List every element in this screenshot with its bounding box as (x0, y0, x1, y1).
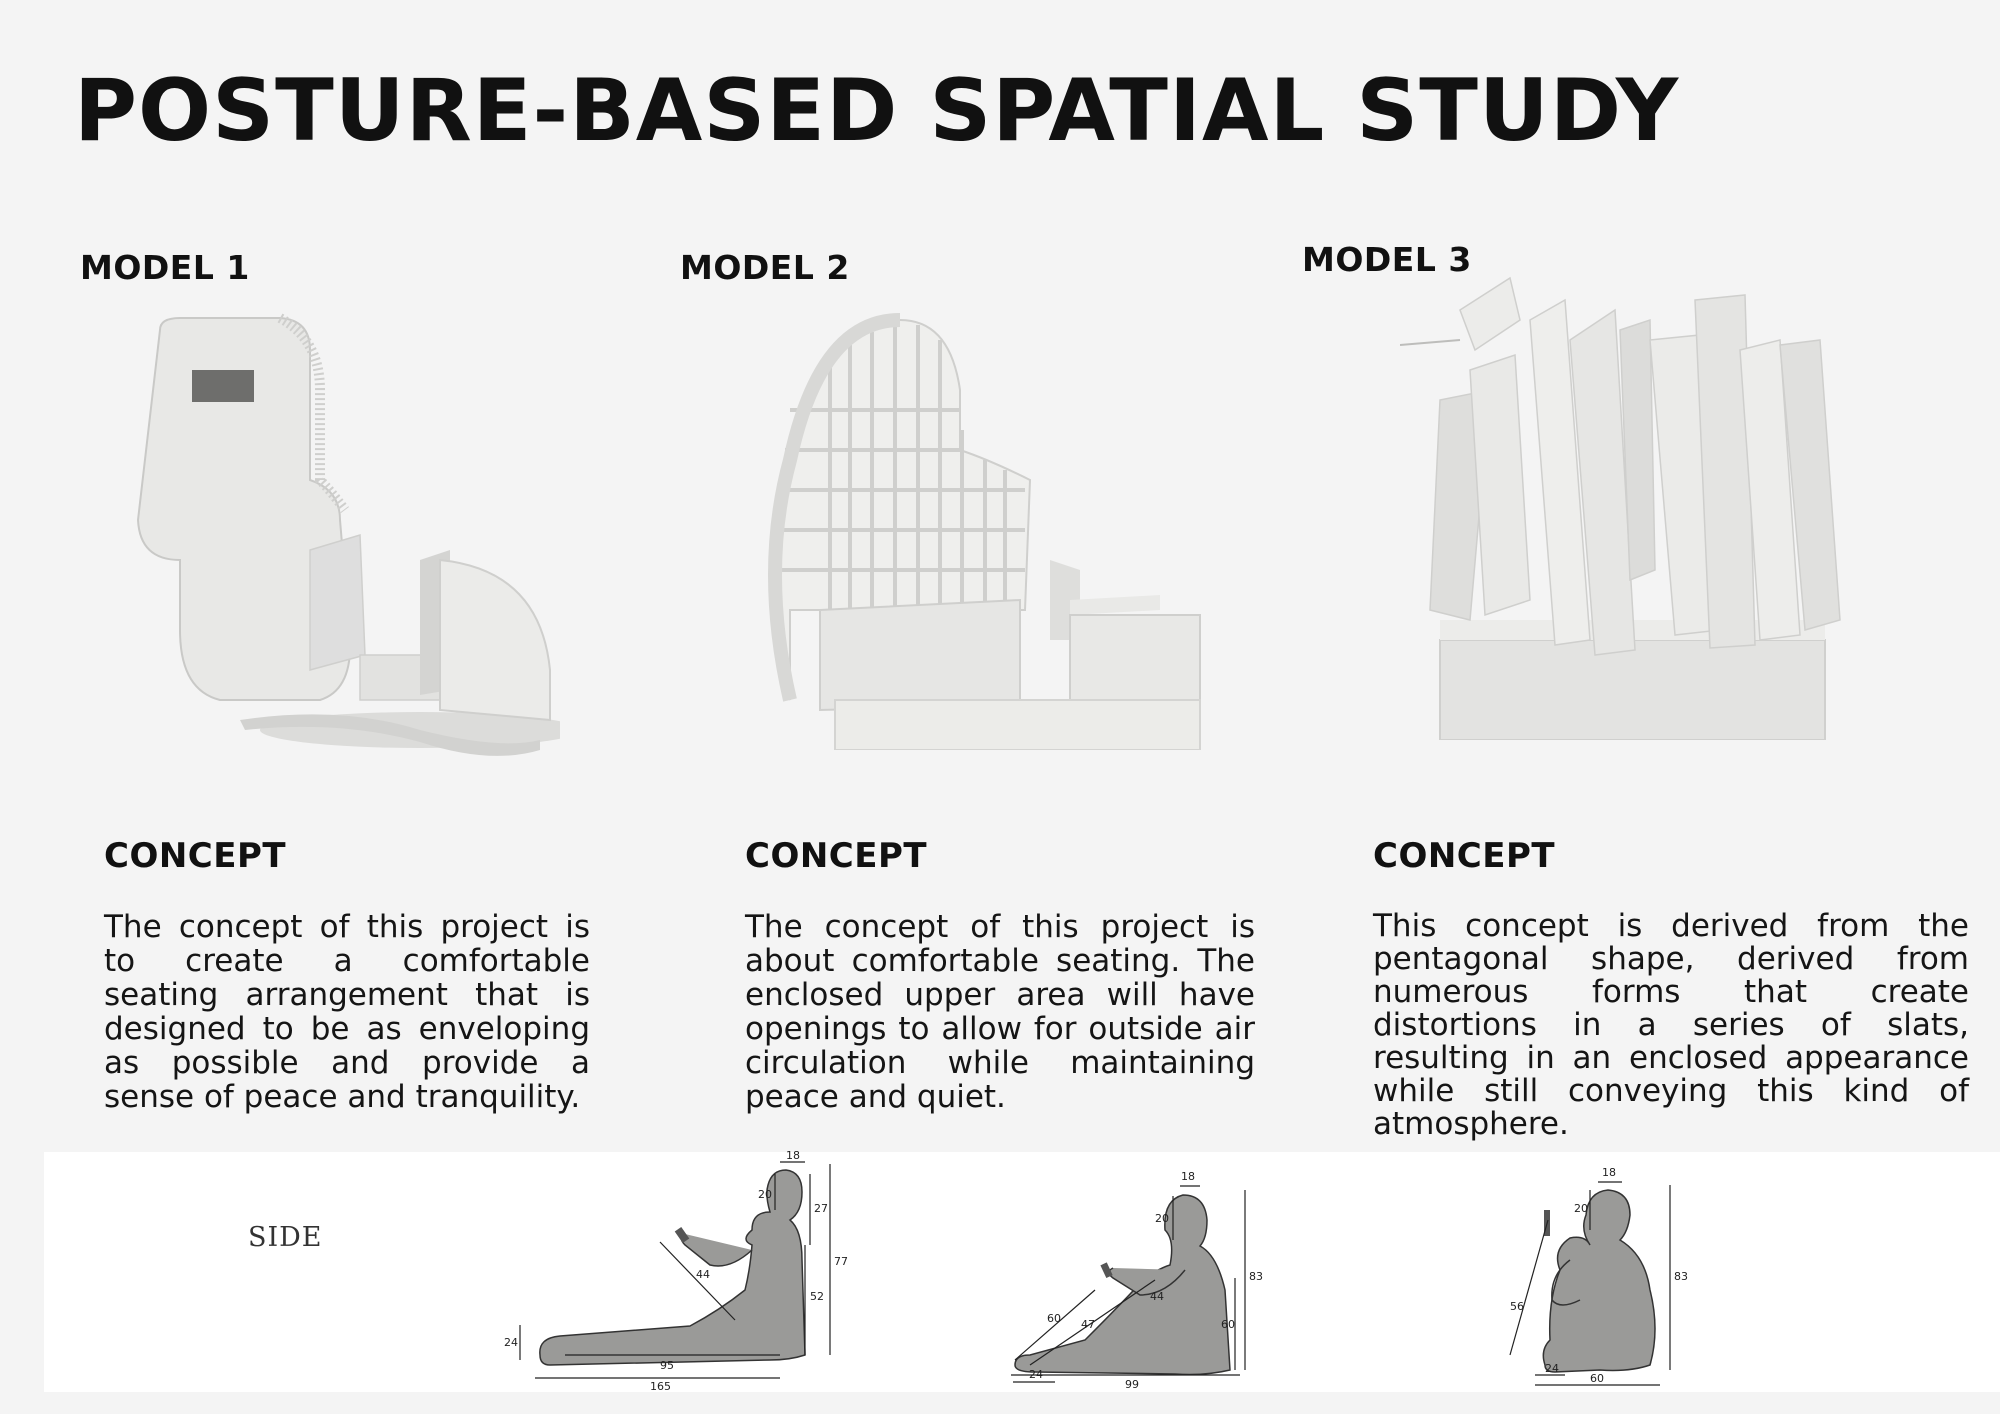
fig1-dim-3: 77 (834, 1255, 848, 1268)
fig1-dim-1: 20 (758, 1188, 772, 1201)
page-title: POSTURE-BASED SPATIAL STUDY (74, 61, 1680, 161)
fig2-dim-6: 60 (1047, 1312, 1061, 1325)
side-view-strip (44, 1152, 2000, 1392)
model-2-image (768, 313, 1201, 750)
side-figure-1: 18 20 27 77 52 24 95 165 44 (504, 1150, 848, 1390)
fig1-dim-2: 27 (814, 1202, 828, 1215)
model-2-label: MODEL 2 (680, 248, 850, 287)
fig1-dim-0: 18 (786, 1150, 800, 1162)
model-3-image (1400, 276, 1841, 740)
model-1-image (136, 313, 560, 756)
fig2-dim-1: 20 (1155, 1212, 1169, 1225)
fig3-dim-5: 60 (1590, 1372, 1604, 1385)
fig3-dim-4: 24 (1545, 1362, 1559, 1375)
model-1-concept-heading: CONCEPT (104, 836, 287, 876)
model-1-concept-text: The concept of this project is to create… (104, 909, 590, 1115)
fig1-dim-5: 24 (504, 1336, 518, 1349)
fig2-dim-3: 60 (1221, 1318, 1235, 1331)
side-view-label: SIDE (248, 1222, 323, 1253)
model-3-label: MODEL 3 (1302, 240, 1472, 279)
side-figure-2: 18 20 83 60 44 47 60 24 99 (1011, 1170, 1263, 1390)
fig3-dim-2: 83 (1674, 1270, 1688, 1283)
fig3-dim-1: 20 (1574, 1202, 1588, 1215)
fig1-dim-8: 44 (696, 1268, 710, 1281)
side-figure-3: 18 20 83 56 24 60 (1509, 1166, 1688, 1386)
fig2-dim-2: 83 (1249, 1270, 1263, 1283)
fig2-dim-5: 47 (1081, 1318, 1095, 1331)
model-2-concept-heading: CONCEPT (745, 836, 928, 876)
fig1-dim-7: 165 (650, 1380, 671, 1390)
fig3-dim-3: 56 (1510, 1300, 1524, 1313)
model-3-concept-heading: CONCEPT (1373, 836, 1556, 876)
fig1-dim-6: 95 (660, 1359, 674, 1372)
fig2-dim-8: 99 (1125, 1378, 1139, 1390)
fig3-dim-0: 18 (1602, 1166, 1616, 1179)
model-1-label: MODEL 1 (80, 248, 250, 287)
model-3-concept-text: This concept is derived from the pentago… (1373, 908, 1969, 1142)
fig2-dim-4: 44 (1150, 1290, 1164, 1303)
fig2-dim-0: 18 (1181, 1170, 1195, 1183)
model-2-concept-text: The concept of this project is about com… (745, 909, 1255, 1115)
fig2-dim-7: 24 (1029, 1368, 1043, 1381)
fig1-dim-4: 52 (810, 1290, 824, 1303)
